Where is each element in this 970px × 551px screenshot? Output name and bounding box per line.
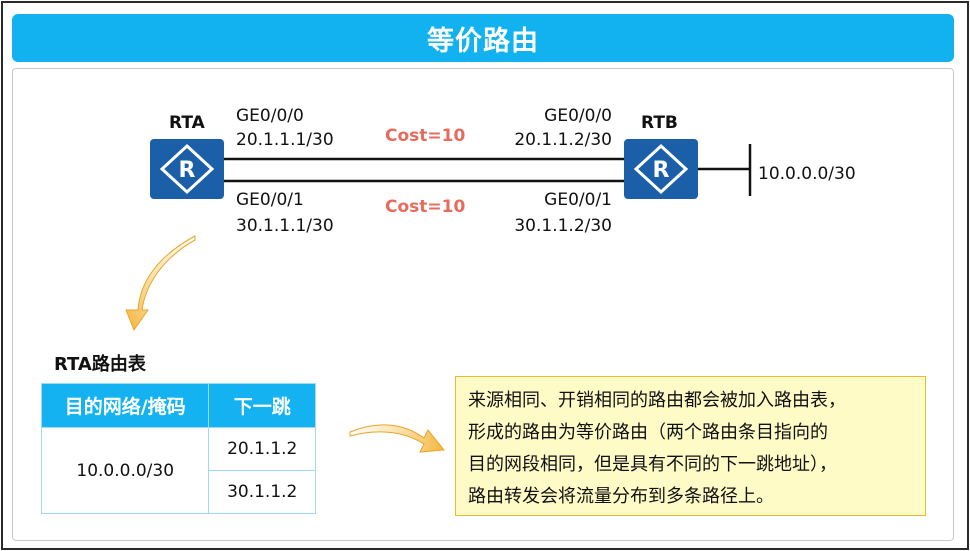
table-row: 10.0.0.0/30 20.1.1.2 bbox=[40, 427, 316, 514]
note-line: 来源相同、开销相同的路由都会被加入路由表， bbox=[468, 390, 846, 411]
cell-destination: 10.0.0.0/30 bbox=[40, 427, 210, 514]
table-header-row: 目的网络/掩码 下一跳 bbox=[40, 383, 316, 428]
rta-if1-ip: 20.1.1.1/30 bbox=[236, 130, 334, 150]
down-arrow-icon bbox=[125, 235, 196, 332]
cell-next-hop-1: 20.1.1.2 bbox=[208, 427, 316, 471]
rtb-if2-ip: 30.1.1.2/30 bbox=[514, 216, 612, 236]
routing-table: 目的网络/掩码 下一跳 10.0.0.0/30 20.1.1.2 30.1.1.… bbox=[40, 383, 316, 514]
link2-cost: Cost=10 bbox=[385, 197, 466, 217]
rta-name: RTA bbox=[169, 113, 205, 133]
rta-if1-name: GE0/0/0 bbox=[236, 106, 304, 126]
rta-if2-ip: 30.1.1.1/30 bbox=[236, 216, 334, 236]
svg-text:R: R bbox=[653, 158, 670, 183]
rtb-name: RTB bbox=[641, 113, 678, 133]
rtb-network: 10.0.0.0/30 bbox=[758, 164, 856, 184]
routing-table-title: RTA路由表 bbox=[54, 354, 146, 375]
link1-cost: Cost=10 bbox=[385, 126, 466, 146]
header-destination: 目的网络/掩码 bbox=[40, 383, 210, 428]
router-rta-icon: R bbox=[150, 139, 224, 199]
explanation-note: 来源相同、开销相同的路由都会被加入路由表， 形成的路由为等价路由（两个路由条目指… bbox=[455, 376, 926, 516]
note-line: 路由转发会将流量分布到多条路径上。 bbox=[468, 486, 774, 507]
title-bar: 等价路由 bbox=[12, 14, 954, 62]
page-title: 等价路由 bbox=[427, 25, 539, 57]
header-next-hop: 下一跳 bbox=[208, 383, 316, 428]
note-line: 形成的路由为等价路由（两个路由条目指向的 bbox=[468, 422, 828, 443]
right-arrow-icon bbox=[349, 424, 445, 453]
rtb-if1-name: GE0/0/0 bbox=[544, 106, 612, 126]
content-panel bbox=[12, 68, 954, 541]
router-rtb-icon: R bbox=[624, 139, 698, 199]
rtb-if2-name: GE0/0/1 bbox=[544, 190, 612, 210]
svg-text:R: R bbox=[179, 158, 196, 183]
cell-next-hop-2: 30.1.1.2 bbox=[208, 470, 316, 514]
rta-if2-name: GE0/0/1 bbox=[236, 190, 304, 210]
table-row: 30.1.1.2 bbox=[42, 470, 316, 514]
rtb-if1-ip: 20.1.1.2/30 bbox=[514, 130, 612, 150]
note-line: 目的网段相同，但是具有不同的下一跳地址）， bbox=[468, 454, 837, 475]
